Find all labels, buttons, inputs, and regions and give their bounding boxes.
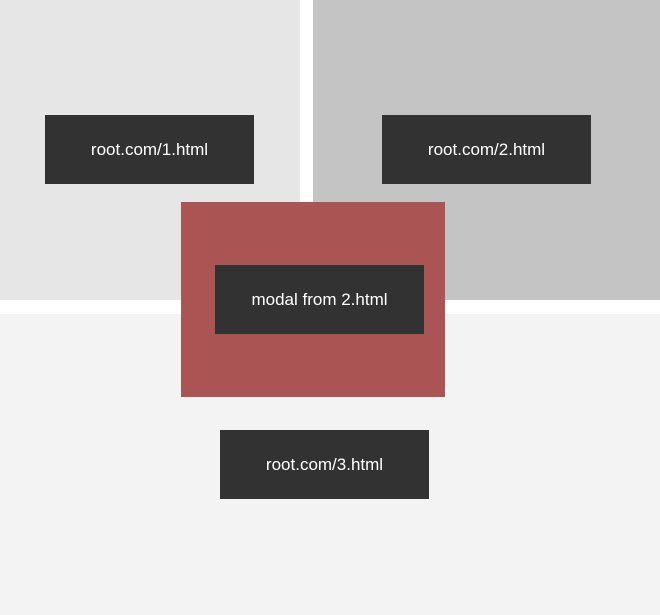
- modal-label: modal from 2.html: [215, 265, 424, 334]
- page-1-url-label: root.com/1.html: [45, 115, 254, 184]
- page-3-url-label: root.com/3.html: [220, 430, 429, 499]
- page-2-url-label: root.com/2.html: [382, 115, 591, 184]
